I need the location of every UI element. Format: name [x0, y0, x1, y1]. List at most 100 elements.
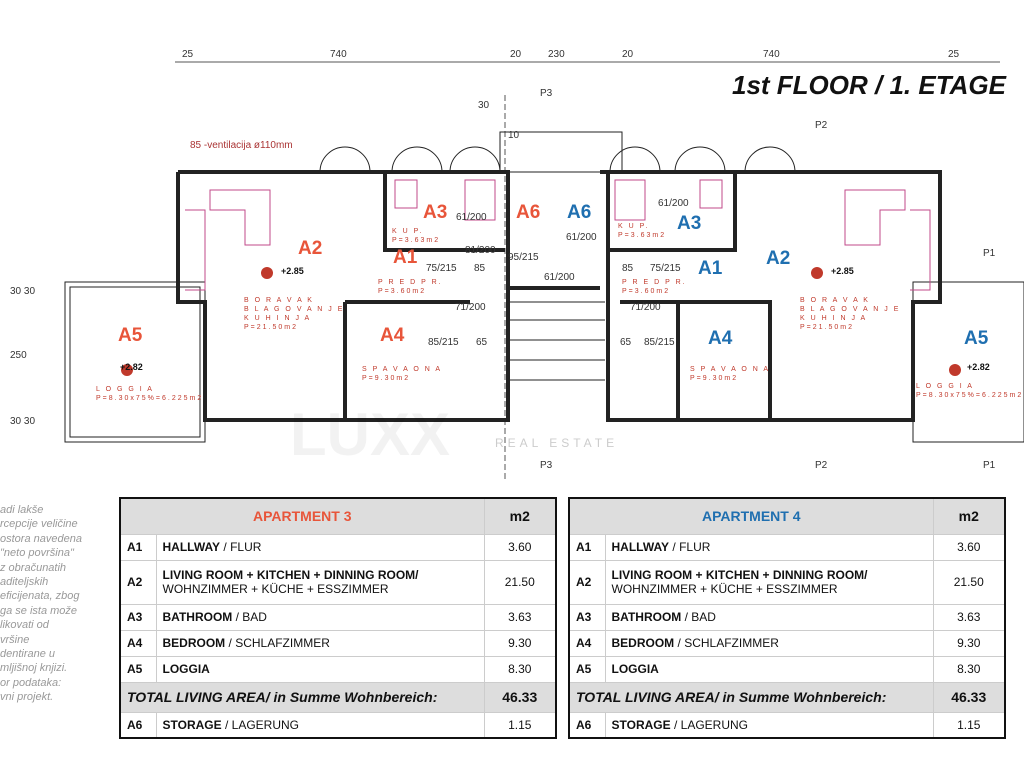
room-code: A2: [568, 559, 606, 605]
elevation-a2: +2.85: [831, 266, 854, 276]
note-line: adi lakše: [0, 504, 44, 516]
room-label-a3: A3: [677, 213, 702, 234]
dim-740: 740: [330, 49, 347, 60]
dim-ventilation: 85 -ventilacija ø110mm: [190, 140, 293, 151]
page-title: 1st FLOOR / 1. ETAGE: [731, 70, 1006, 100]
room-name-en: HALLWAY: [162, 540, 221, 554]
room-area: 3.60: [932, 533, 1006, 561]
room-name-de: FLUR: [679, 540, 711, 554]
room-label-a4: A4: [708, 328, 733, 349]
room-label-a5: A5: [118, 325, 143, 346]
room-name: BEDROOM / SCHLAFZIMMER: [155, 629, 485, 657]
room-label-a6: A6: [567, 202, 592, 223]
note-line: vni projekt.: [0, 691, 54, 704]
room-area: 21.50: [932, 559, 1006, 605]
room-text-a4: S P A V A O N A P=9.30m2: [362, 366, 443, 382]
door-dim: 61/200: [544, 272, 575, 283]
room-area: 3.63: [932, 603, 1006, 631]
dim-250: 250: [10, 350, 27, 361]
room-label-a3: A3: [423, 202, 448, 223]
room-name: HALLWAY / FLUR: [604, 533, 934, 561]
room-name: STORAGE / LAGERUNG: [155, 711, 485, 739]
dim-25: 25: [182, 49, 194, 60]
section-p1: P1: [983, 248, 996, 259]
room-name-en: LOGGIA: [162, 662, 210, 676]
room-name-en: HALLWAY: [611, 540, 670, 554]
dim-230: 230: [548, 49, 565, 60]
elevation-a5: +2.82: [967, 362, 990, 372]
room-name-de: BAD: [242, 610, 267, 624]
dim-3030: 30 30: [10, 286, 36, 297]
room-text-a5: L O G G I A P=8.30x75%=6.225m2: [916, 383, 1024, 399]
room-name-en: LIVING ROOM + KITCHEN + DINNING ROOM/: [611, 568, 868, 582]
room-label-a5: A5: [964, 328, 989, 349]
room-text-a2: B O R A V A K B L A G O V A N J E K U H …: [800, 297, 901, 331]
room-text-a3: K U P. P=3.63m2: [392, 228, 441, 244]
total-row: TOTAL LIVING AREA/ in Summe Wohnbereich:…: [119, 681, 557, 713]
door-dim: 61/200: [456, 212, 487, 223]
note-line: aditeljskih: [0, 576, 49, 589]
dim-10: 10: [508, 130, 520, 141]
room-area: 9.30: [483, 629, 557, 657]
section-p3: P3: [540, 88, 553, 99]
room-text-a2: B O R A V A K B L A G O V A N J E K U H …: [244, 297, 345, 331]
section-p2: P2: [815, 460, 828, 471]
room-name: LIVING ROOM + KITCHEN + DINNING ROOM/WOH…: [604, 559, 934, 605]
watermark: REAL ESTATE: [495, 436, 619, 450]
room-name-de: FLUR: [230, 540, 262, 554]
door-dim: 65: [476, 337, 488, 348]
room-name: HALLWAY / FLUR: [155, 533, 485, 561]
note-line: eficijenata, zbog: [0, 590, 80, 603]
room-name: STORAGE / LAGERUNG: [604, 711, 934, 739]
note-line: "neto površina": [0, 547, 74, 560]
room-area: 8.30: [932, 655, 1006, 683]
total-label: TOTAL LIVING AREA/ in Summe Wohnbereich:: [568, 681, 934, 713]
note-line: rcepcije veličine: [0, 518, 78, 531]
room-text-a4: S P A V A O N A P=9.30m2: [690, 366, 771, 382]
door-dim: 81/200: [465, 245, 496, 256]
room-code: A4: [568, 629, 606, 657]
section-p3: P3: [540, 460, 553, 471]
apartment-title: APARTMENT 3: [119, 497, 485, 535]
room-label-a1: A1: [393, 247, 418, 268]
room-label-a6: A6: [516, 202, 541, 223]
room-code: A3: [568, 603, 606, 631]
note-line: ostora navedena: [0, 532, 82, 545]
note-line: or podataka:: [0, 676, 62, 689]
room-area: 9.30: [932, 629, 1006, 657]
room-name-de: WOHNZIMMER + KÜCHE + ESSZIMMER: [611, 582, 838, 596]
room-name-en: BEDROOM: [162, 636, 226, 650]
room-name: LOGGIA: [155, 655, 485, 683]
room-label-a1: A1: [698, 258, 723, 279]
room-area: 1.15: [483, 711, 557, 739]
room-code: A1: [119, 533, 157, 561]
room-name: BEDROOM / SCHLAFZIMMER: [604, 629, 934, 657]
room-name-en: BEDROOM: [611, 636, 675, 650]
room-code: A5: [568, 655, 606, 683]
room-name-en: LIVING ROOM + KITCHEN + DINNING ROOM/: [162, 568, 419, 582]
room-name: LIVING ROOM + KITCHEN + DINNING ROOM/WOH…: [155, 559, 485, 605]
door-dim: 61/200: [566, 232, 597, 243]
apartment-title: APARTMENT 4: [568, 497, 934, 535]
door-dim: 85: [622, 263, 634, 274]
door-dim: 65: [620, 337, 632, 348]
dim-20: 20: [510, 49, 522, 60]
door-dim: 61/200: [658, 198, 689, 209]
room-text-a5: L O G G I A P=8.30x75%=6.225m2: [96, 386, 204, 402]
note-text: adi lakše rcepcije veličine ostora naved…: [0, 503, 112, 705]
dim-3030: 30 30: [10, 416, 36, 427]
room-code: A6: [568, 711, 606, 739]
room-name-de: WOHNZIMMER + KÜCHE + ESSZIMMER: [162, 582, 389, 596]
room-label-a2: A2: [766, 248, 791, 269]
section-p1: P1: [983, 460, 996, 471]
room-code: A2: [119, 559, 157, 605]
room-area: 3.63: [483, 603, 557, 631]
room-name-de: SCHLAFZIMMER: [235, 636, 330, 650]
room-area: 1.15: [932, 711, 1006, 739]
